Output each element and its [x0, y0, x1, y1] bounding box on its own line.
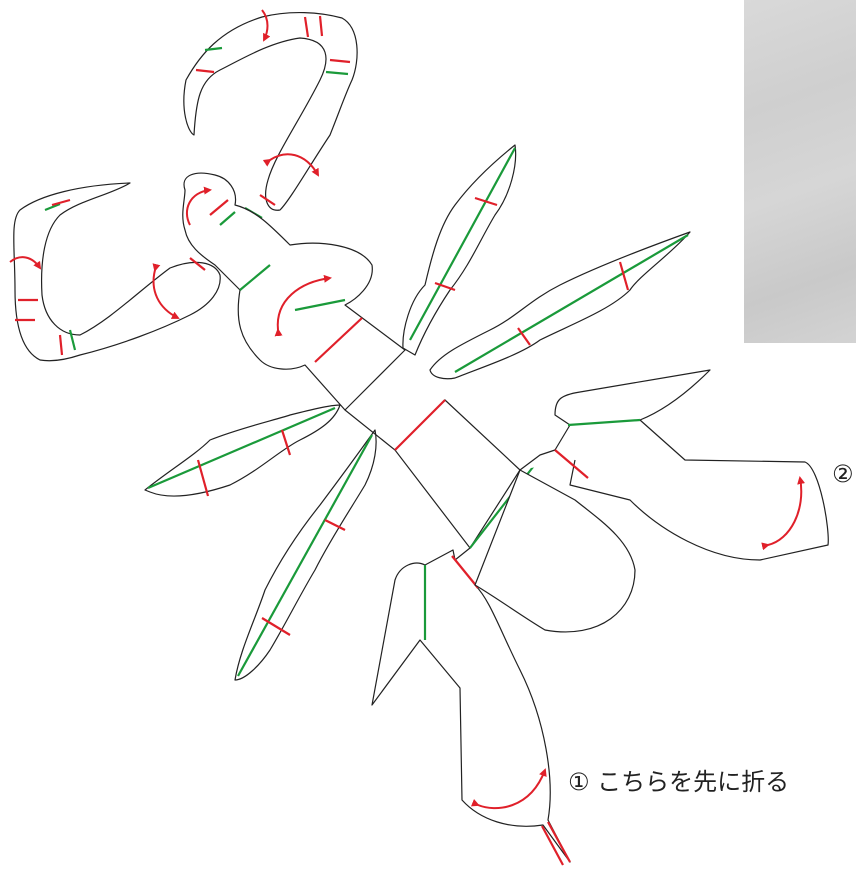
- paper-texture-photo: [744, 0, 856, 343]
- tail-flap-right: [519, 369, 829, 561]
- left-leg-1: [144, 404, 341, 497]
- right-leg-2: [429, 231, 691, 380]
- step1-label: ① こちらを先に折る: [568, 768, 789, 796]
- step2-label: ②: [832, 460, 854, 488]
- left-leg-2: [234, 429, 377, 681]
- body: [344, 399, 541, 550]
- upper-claw: [183, 9, 358, 219]
- tail-lower: [371, 469, 636, 866]
- head: [182, 172, 406, 411]
- right-leg-1: [402, 144, 517, 356]
